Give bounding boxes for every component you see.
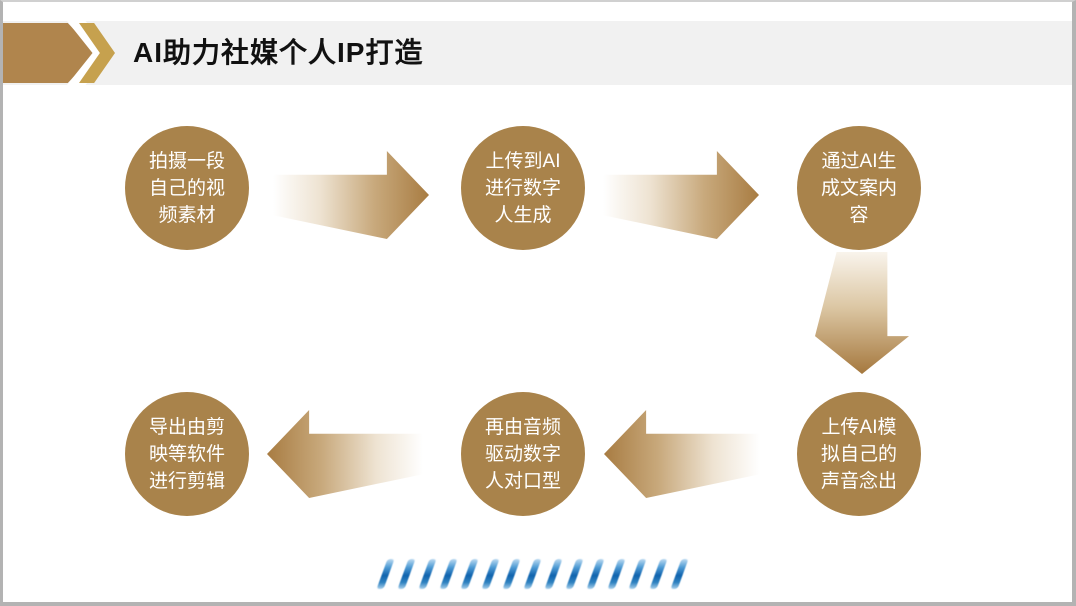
header-band: AI助力社媒个人IP打造 <box>3 21 1072 85</box>
arrow-down-icon <box>815 252 909 374</box>
step-circle-1: 拍摄一段 自己的视 频素材 <box>125 126 249 250</box>
step-4-label: 上传AI模 拟自己的 声音念出 <box>820 416 897 492</box>
slash-icon <box>376 559 395 589</box>
step-2-label: 上传到AI 进行数字 人生成 <box>484 150 561 226</box>
arrow-left-icon <box>604 410 760 498</box>
step-5-label: 再由音频 驱动数字 人对口型 <box>484 416 561 492</box>
slash-icon <box>544 559 563 589</box>
slash-icon <box>523 559 542 589</box>
step-1-label: 拍摄一段 自己的视 频素材 <box>148 150 225 226</box>
slash-icon <box>670 559 689 589</box>
page-title: AI助力社媒个人IP打造 <box>133 37 424 68</box>
slash-icon <box>502 559 521 589</box>
arrow-right-icon <box>273 151 429 239</box>
slash-icon <box>586 559 605 589</box>
step-3-label: 通过AI生 成文案内 容 <box>820 150 897 226</box>
step-6-label: 导出由剪 映等软件 进行剪辑 <box>148 416 225 492</box>
step-circle-4: 上传AI模 拟自己的 声音念出 <box>797 392 921 516</box>
step-circle-3: 通过AI生 成文案内 容 <box>797 126 921 250</box>
slash-icon <box>607 559 626 589</box>
step-circle-6: 导出由剪 映等软件 进行剪辑 <box>125 392 249 516</box>
slash-icon <box>628 559 647 589</box>
arrow-left-icon <box>267 410 423 498</box>
slash-icon <box>397 559 416 589</box>
slash-icon <box>565 559 584 589</box>
step-circle-2: 上传到AI 进行数字 人生成 <box>461 126 585 250</box>
slash-icon <box>460 559 479 589</box>
slash-icon <box>649 559 668 589</box>
slash-row <box>376 558 697 590</box>
slash-icon <box>418 559 437 589</box>
slash-icon <box>439 559 458 589</box>
slash-icon <box>481 559 500 589</box>
arrow-right-icon <box>603 151 759 239</box>
step-circle-5: 再由音频 驱动数字 人对口型 <box>461 392 585 516</box>
